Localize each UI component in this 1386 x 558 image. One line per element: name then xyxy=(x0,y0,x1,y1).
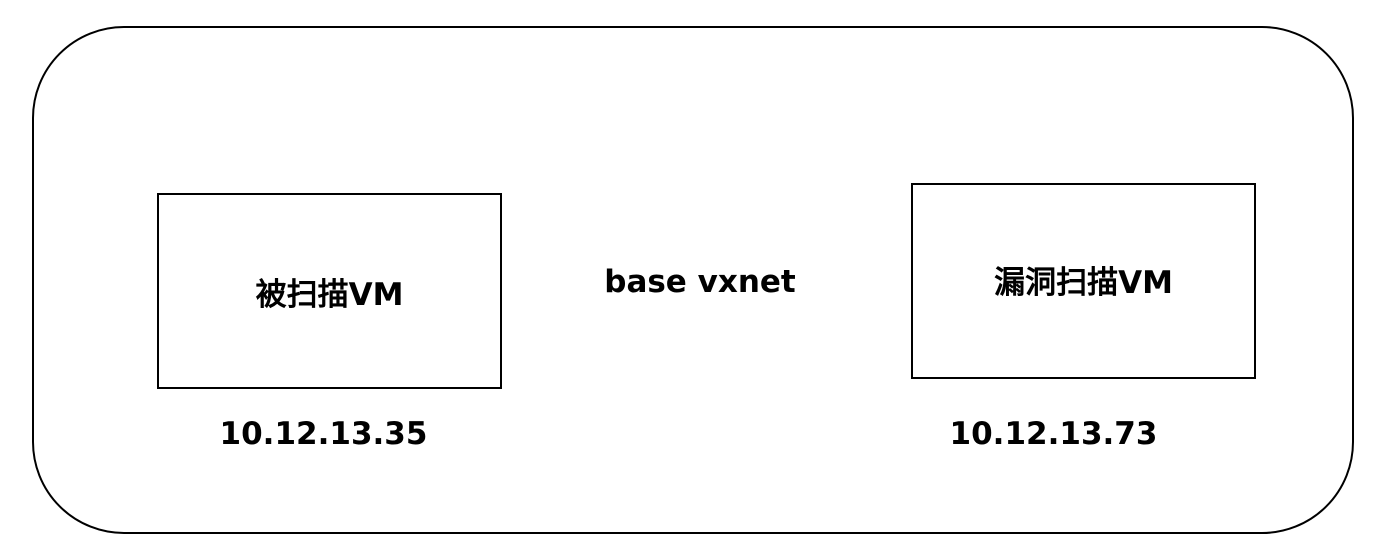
scanned-vm-box: 被扫描VM xyxy=(157,193,502,389)
scanned-vm-ip: 10.12.13.35 xyxy=(219,416,428,452)
scanner-vm-ip: 10.12.13.73 xyxy=(949,416,1158,452)
network-label: base vxnet xyxy=(604,264,796,300)
scanner-vm-label: 漏洞扫描VM xyxy=(994,265,1173,301)
scanner-vm-box: 漏洞扫描VM xyxy=(911,183,1256,379)
network-boundary xyxy=(32,26,1354,534)
scanned-vm-label: 被扫描VM xyxy=(255,277,404,313)
